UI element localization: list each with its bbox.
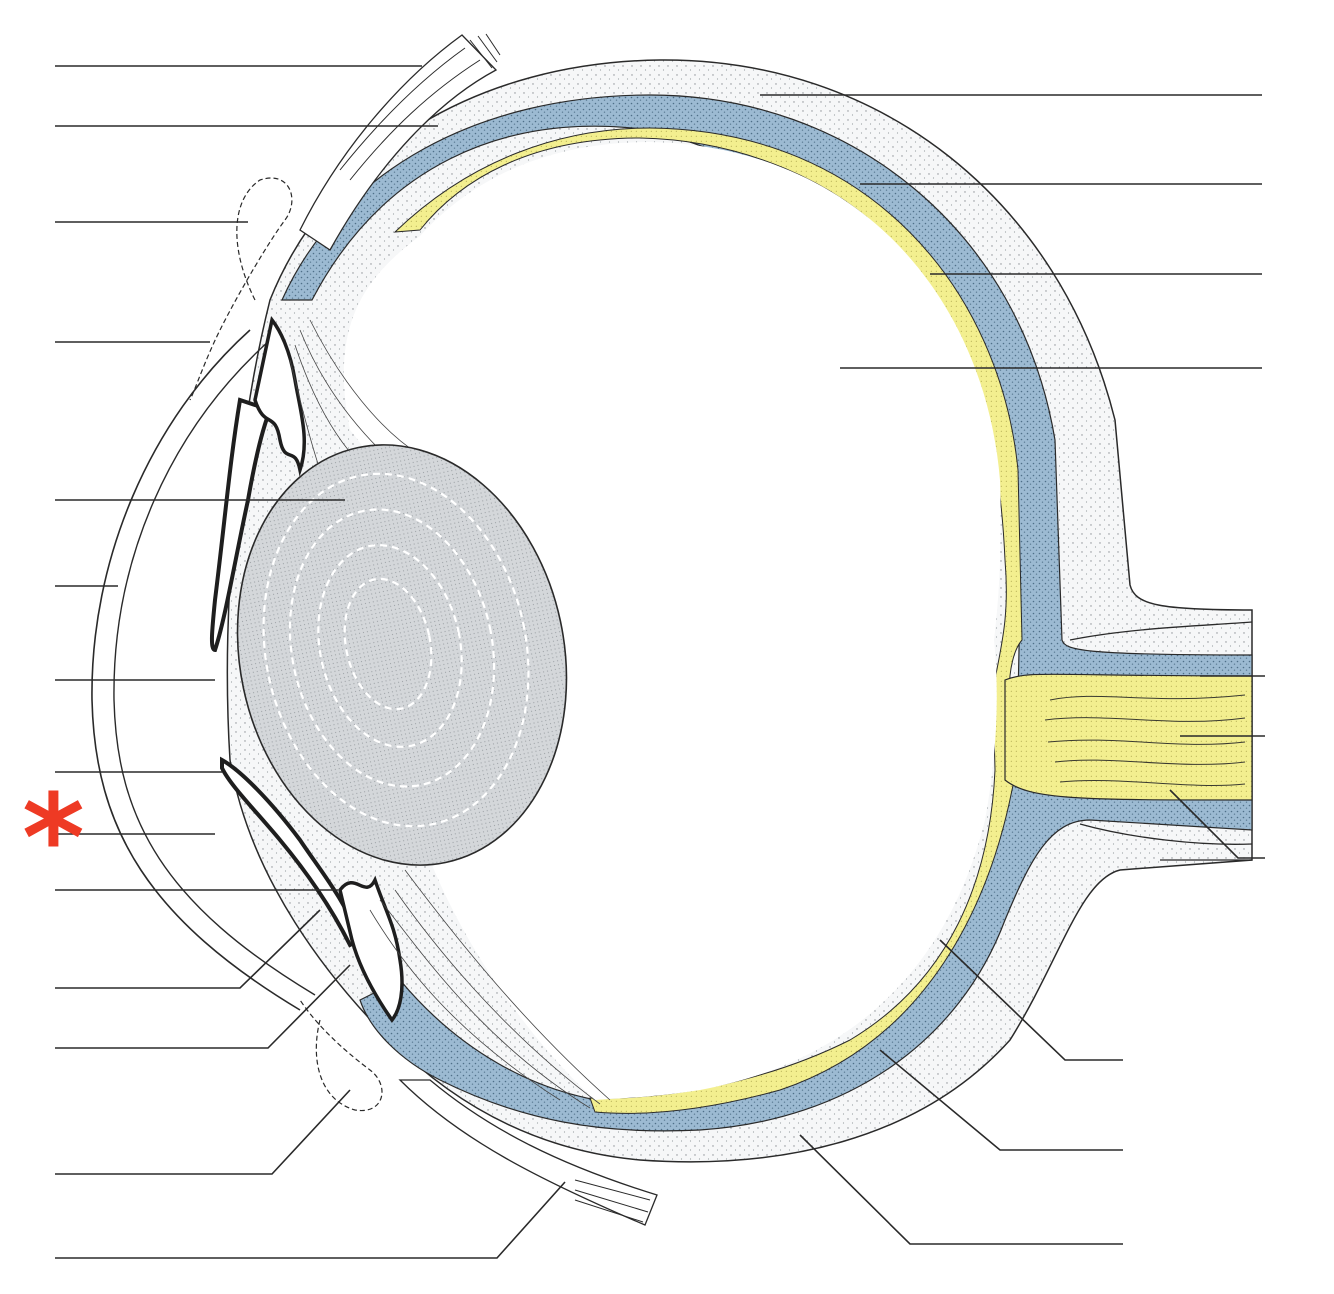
eyeball xyxy=(92,34,1252,1225)
marker-asterisk: * xyxy=(22,770,85,909)
label-line-left-13 xyxy=(55,1090,350,1174)
label-line-left-11 xyxy=(55,910,320,988)
label-line-left-14 xyxy=(55,1182,565,1258)
label-line-right-10 xyxy=(800,1135,1123,1244)
label-line-left-12 xyxy=(55,965,350,1048)
